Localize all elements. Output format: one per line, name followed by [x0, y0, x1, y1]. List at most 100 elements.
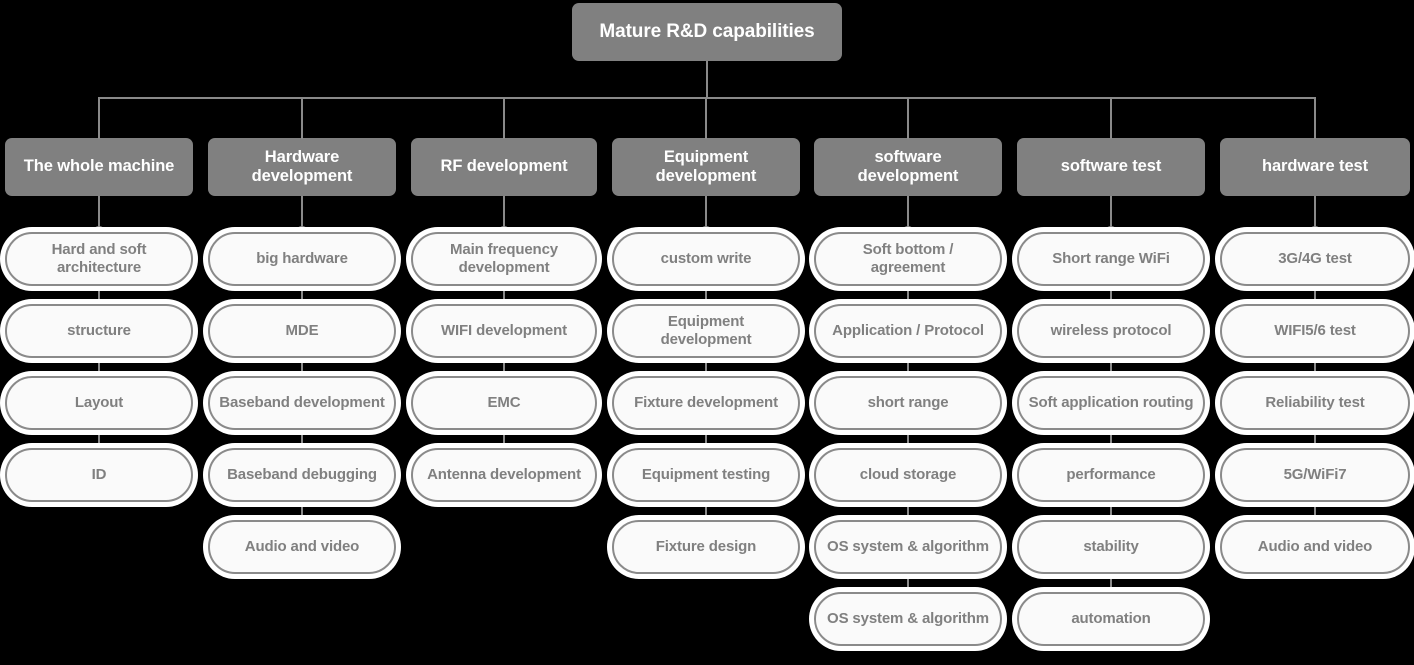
item-pill-label: Main frequency development [450, 241, 558, 276]
item-pill[interactable]: WIFI5/6 test [1220, 304, 1410, 358]
root-node: Mature R&D capabilities [572, 3, 842, 61]
list-item: wireless protocol [1017, 286, 1205, 358]
item-link-connector [1314, 286, 1316, 305]
item-pill[interactable]: Layout [5, 376, 193, 430]
item-link-connector [301, 358, 303, 377]
item-pill-label: WIFI5/6 test [1274, 322, 1356, 340]
item-pill[interactable]: 5G/WiFi7 [1220, 448, 1410, 502]
item-pill[interactable]: Baseband development [208, 376, 396, 430]
item-pill-label: big hardware [256, 250, 348, 268]
item-pill[interactable]: performance [1017, 448, 1205, 502]
horizontal-bus-connector [98, 97, 1316, 99]
column-header-3[interactable]: RF development [411, 138, 597, 196]
item-link-connector [301, 286, 303, 305]
item-link-connector [301, 502, 303, 521]
root-stem-connector [706, 61, 708, 99]
item-pill-label: cloud storage [859, 466, 957, 484]
item-pill-label: Short range WiFi [1052, 250, 1170, 268]
bus-drop-connector-1 [98, 97, 100, 139]
bus-drop-connector-7 [1314, 97, 1316, 139]
item-pill[interactable]: Main frequency development [411, 232, 597, 286]
item-pill[interactable]: Application / Protocol [814, 304, 1002, 358]
item-pill-label: Hard and soft architecture [51, 241, 147, 276]
item-pill[interactable]: Audio and video [208, 520, 396, 574]
column-header-label: RF development [440, 157, 568, 176]
item-pill[interactable]: ID [5, 448, 193, 502]
column-header-label: software development [857, 147, 959, 185]
item-pill[interactable]: Audio and video [1220, 520, 1410, 574]
column-header-1[interactable]: The whole machine [5, 138, 193, 196]
item-pill[interactable]: custom write [612, 232, 800, 286]
list-item: Equipment development [612, 286, 800, 358]
item-link-connector [1314, 502, 1316, 521]
item-pill[interactable]: Equipment development [612, 304, 800, 358]
item-pill-label: Layout [74, 394, 124, 412]
bus-drop-connector-2 [301, 97, 303, 139]
item-link-connector [503, 358, 505, 377]
item-pill-label: Soft bottom / agreement [862, 241, 954, 276]
item-pill-label: automation [1071, 610, 1151, 628]
column-header-7[interactable]: hardware test [1220, 138, 1410, 196]
item-pill[interactable]: 3G/4G test [1220, 232, 1410, 286]
item-pill[interactable]: short range [814, 376, 1002, 430]
item-pill[interactable]: EMC [411, 376, 597, 430]
item-link-connector [503, 430, 505, 449]
item-pill[interactable]: OS system & algorithm [814, 520, 1002, 574]
list-item: 3G/4G test [1220, 232, 1410, 286]
column-stem-connector-5 [907, 196, 909, 234]
item-link-connector [1314, 358, 1316, 377]
item-pill[interactable]: wireless protocol [1017, 304, 1205, 358]
item-pill-label: ID [91, 466, 107, 484]
item-pill[interactable]: MDE [208, 304, 396, 358]
list-item: cloud storage [814, 430, 1002, 502]
item-pill[interactable]: structure [5, 304, 193, 358]
list-item: Soft application routing [1017, 358, 1205, 430]
item-pill[interactable]: stability [1017, 520, 1205, 574]
column-header-label: Hardware development [251, 147, 353, 185]
column-stem-connector-7 [1314, 196, 1316, 234]
item-link-connector [1110, 430, 1112, 449]
item-pill[interactable]: Fixture development [612, 376, 800, 430]
column-stem-connector-6 [1110, 196, 1112, 234]
item-pill[interactable]: WIFI development [411, 304, 597, 358]
item-pill[interactable]: Soft application routing [1017, 376, 1205, 430]
item-pill[interactable]: Short range WiFi [1017, 232, 1205, 286]
list-item: Reliability test [1220, 358, 1410, 430]
item-pill-label: Audio and video [244, 538, 360, 556]
item-pill[interactable]: Antenna development [411, 448, 597, 502]
column-header-2[interactable]: Hardware development [208, 138, 396, 196]
item-pill[interactable]: Reliability test [1220, 376, 1410, 430]
item-pill[interactable]: Soft bottom / agreement [814, 232, 1002, 286]
item-link-connector [705, 358, 707, 377]
column-header-6[interactable]: software test [1017, 138, 1205, 196]
list-item: Fixture development [612, 358, 800, 430]
item-pill-label: structure [67, 322, 131, 340]
item-pill[interactable]: Baseband debugging [208, 448, 396, 502]
list-item: Baseband debugging [208, 430, 396, 502]
item-pill[interactable]: Fixture design [612, 520, 800, 574]
column-header-4[interactable]: Equipment development [612, 138, 800, 196]
item-pill[interactable]: big hardware [208, 232, 396, 286]
list-item: Fixture design [612, 502, 800, 574]
column-header-5[interactable]: software development [814, 138, 1002, 196]
item-pill[interactable]: cloud storage [814, 448, 1002, 502]
item-pill[interactable]: Equipment testing [612, 448, 800, 502]
item-pill-label: Application / Protocol [832, 322, 984, 340]
list-item: Equipment testing [612, 430, 800, 502]
list-item: MDE [208, 286, 396, 358]
item-link-connector [705, 502, 707, 521]
item-pill-label: MDE [285, 322, 319, 340]
list-item: Short range WiFi [1017, 232, 1205, 286]
item-pill[interactable]: OS system & algorithm [814, 592, 1002, 646]
column-header-label: The whole machine [23, 157, 175, 176]
item-pill[interactable]: Hard and soft architecture [5, 232, 193, 286]
item-pill[interactable]: automation [1017, 592, 1205, 646]
